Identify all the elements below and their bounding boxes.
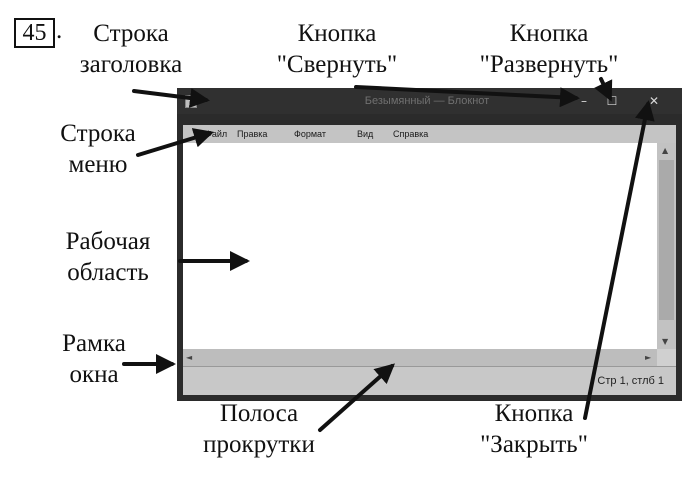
label-close-line2: "Закрыть"	[480, 431, 588, 458]
menu-item-help[interactable]: Справка	[393, 129, 429, 139]
label-work-area: Рабочая область	[46, 226, 170, 288]
scroll-right-icon[interactable]: ►	[645, 353, 652, 362]
label-scrollbar-line2: прокрутки	[203, 431, 315, 458]
menu-bar: Файл Правка Формат Вид Справка	[183, 125, 676, 143]
label-title-bar-line2: заголовка	[79, 51, 183, 78]
arrow-minimize	[354, 85, 580, 108]
label-window-frame-line1: Рамка	[62, 330, 126, 357]
label-minimize-button: Кнопка "Свернуть"	[262, 18, 412, 80]
label-menu-bar: Строка меню	[50, 118, 146, 180]
label-minimize-line2: "Свернуть"	[276, 51, 398, 78]
menu-item-edit[interactable]: Правка	[237, 129, 268, 139]
scroll-up-icon[interactable]: ▲	[662, 146, 669, 155]
work-area[interactable]	[183, 143, 657, 349]
label-scrollbar: Полоса прокрутки	[184, 398, 334, 460]
arrow-close	[583, 100, 655, 420]
scroll-left-icon[interactable]: ◄	[186, 353, 193, 362]
label-close-button: Кнопка "Закрыть"	[452, 398, 616, 460]
label-menu-bar-line2: меню	[68, 151, 128, 178]
label-close-line1: Кнопка	[494, 400, 574, 427]
label-maximize-line2: "Развернуть"	[479, 51, 619, 78]
label-menu-bar-line1: Строка	[60, 120, 136, 147]
resize-corner[interactable]	[657, 349, 676, 366]
menu-item-file[interactable]: Файл	[205, 129, 228, 139]
label-maximize-button: Кнопка "Развернуть"	[464, 18, 634, 80]
arrow-menu-bar	[136, 128, 214, 157]
task-number-dot: .	[56, 17, 63, 44]
scroll-down-icon[interactable]: ▼	[662, 337, 669, 346]
minimize-button[interactable]: –	[581, 94, 587, 108]
arrow-title-bar	[132, 88, 210, 108]
label-work-area-line1: Рабочая	[65, 228, 151, 255]
label-window-frame-line2: окна	[69, 361, 119, 388]
vertical-scroll-thumb[interactable]	[659, 160, 674, 320]
label-window-frame: Рамка окна	[44, 328, 144, 390]
label-maximize-line1: Кнопка	[509, 20, 589, 47]
status-position: Стр 1, стлб 1	[597, 375, 664, 387]
window-title: Безымянный — Блокнот	[364, 95, 490, 107]
label-work-area-line2: область	[67, 259, 149, 286]
horizontal-scrollbar[interactable]	[183, 349, 676, 366]
label-scrollbar-line1: Полоса	[219, 400, 299, 427]
menu-item-format[interactable]: Формат	[294, 129, 326, 139]
label-minimize-line1: Кнопка	[297, 20, 377, 47]
label-title-bar-line1: Строка	[93, 20, 169, 47]
arrow-maximize	[594, 77, 613, 102]
label-title-bar: Строка заголовка	[64, 18, 198, 80]
task-number-box: 45	[14, 18, 55, 48]
menu-item-view[interactable]: Вид	[357, 129, 374, 139]
task-number: 45	[22, 20, 47, 46]
arrow-scrollbar	[318, 363, 395, 432]
